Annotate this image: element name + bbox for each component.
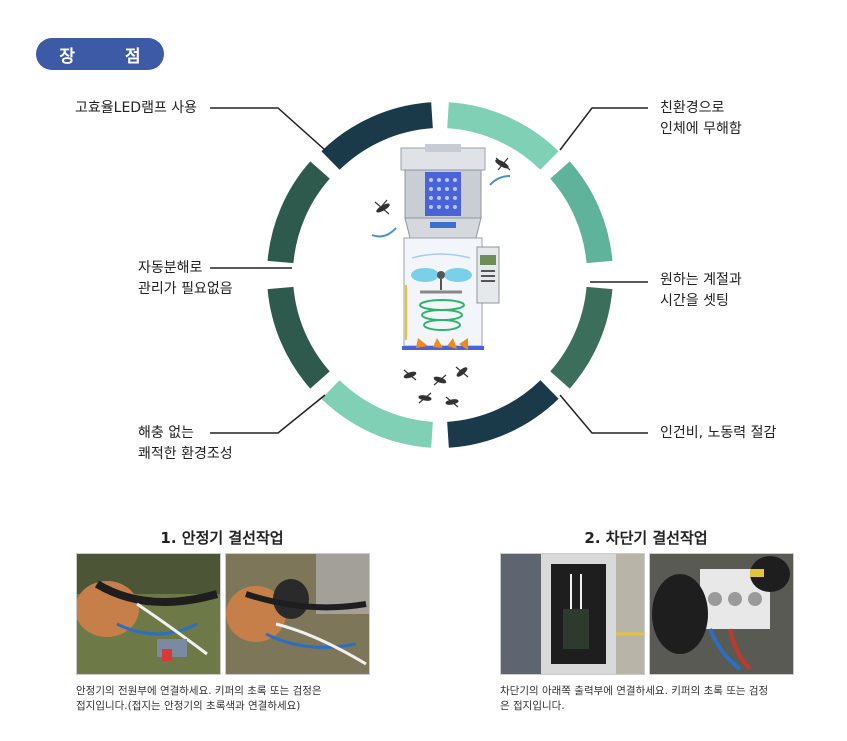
ring-segment-bottom-right [446,379,559,448]
section-ballast-wiring-caption: 안정기의 전원부에 연결하세요. 키퍼의 초록 또는 검정은 접지입니다.(접지… [76,685,322,712]
feature-labor-saving: 인건비, 노동력 절감 [660,425,777,441]
section-breaker-wiring-caption: 차단기의 아래쪽 출력부에 연결하세요. 키퍼의 초록 또는 검정 은 접지입니… [500,685,769,712]
section-breaker-wiring-title: 2. 차단기 결선작업 [584,529,708,547]
feature-pest-free: 해충 없는 쾌적한 환경조성 [138,425,233,462]
ring-segment-bottom-left [321,379,434,448]
ballast-wiring-photo-2 [225,553,370,675]
ring-segment-top-left [321,102,434,171]
leader-bottom-right [559,394,648,434]
breaker-wiring-photo-2 [649,553,794,675]
insect-trap-device-illustration [371,144,511,408]
feature-led-lamp: 고효율LED램프 사용 [75,100,198,116]
ring-segment-right-upper [550,161,613,264]
leader-top-right [559,107,648,151]
ballast-wiring-photo-1 [76,553,221,675]
ring-segment-left-lower [267,286,330,389]
section-ballast-wiring-title: 1. 안정기 결선작업 [160,529,284,547]
feature-auto-decomposition: 자동분해로 관리가 필요없음 [138,260,233,297]
advantages-badge: 장 점 [36,38,164,70]
ring-segment-right-lower [550,286,613,389]
feature-eco-friendly: 친환경으로 인체에 무해함 [660,100,742,137]
ring-segment-top-right [446,102,559,171]
leader-top-left [210,107,326,151]
feature-season-timer: 원하는 계절과 시간을 셋팅 [660,272,742,309]
ring-segment-left-upper [267,161,330,264]
breaker-wiring-photo-1 [500,553,645,675]
leader-bottom-left [210,394,326,434]
